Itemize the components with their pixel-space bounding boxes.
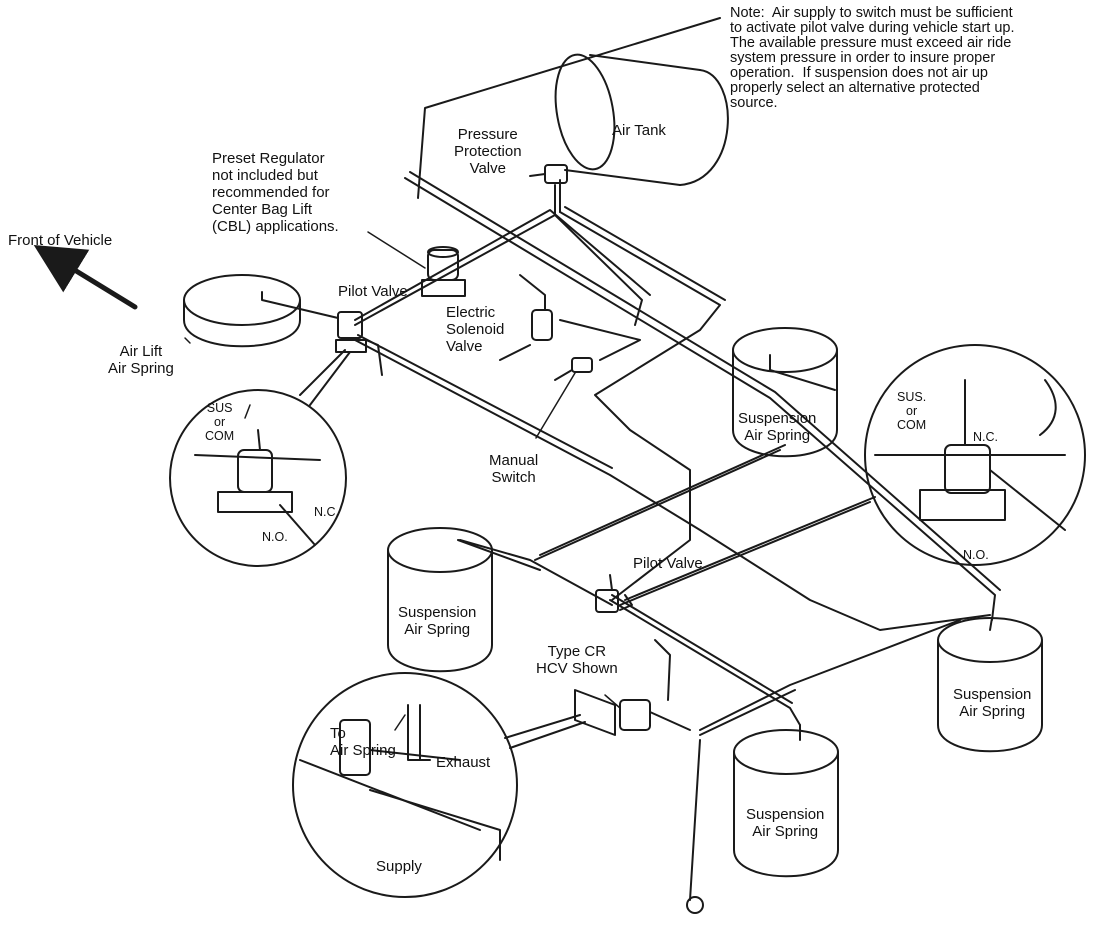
callout-pilot-valve-right bbox=[619, 344, 1086, 606]
no-right-label: N.O. bbox=[963, 548, 989, 562]
nc-right-label: N.C. bbox=[973, 430, 998, 444]
pressure-protection-valve-shape bbox=[529, 164, 568, 184]
pilot-valve-center-label: Pilot Valve bbox=[633, 555, 703, 572]
pilot-valve-top-shape bbox=[335, 311, 383, 376]
preset-regulator-shape bbox=[421, 246, 466, 297]
hcv-shape bbox=[574, 689, 691, 736]
suspension-spring-left-shape bbox=[387, 527, 541, 673]
exhaust-label: Exhaust bbox=[436, 754, 491, 771]
pressure-protection-valve-label: Pressure Protection Valve bbox=[454, 126, 522, 177]
supply-label: Supply bbox=[376, 858, 422, 875]
main-pipes bbox=[354, 171, 1001, 901]
exhaust-fitting-shape bbox=[686, 896, 704, 914]
no-left-label: N.O. bbox=[262, 530, 288, 544]
front-arrow bbox=[33, 244, 138, 310]
pilot-valve-top-label: Pilot Valve bbox=[338, 283, 408, 300]
sus-or-com-right-label: SUS. or COM bbox=[897, 390, 927, 432]
air-tank-label: Air Tank bbox=[612, 122, 666, 139]
nc-left-label: N.C. bbox=[314, 505, 339, 519]
note-text: Note: Air supply to switch must be suffi… bbox=[730, 5, 1015, 111]
callout-pilot-valve-left bbox=[169, 349, 351, 567]
front-of-vehicle-label: Front of Vehicle bbox=[8, 232, 113, 249]
manual-switch-label: Manual Switch bbox=[489, 452, 539, 486]
preset-regulator-label: Preset Regulator not included but recomm… bbox=[212, 150, 339, 235]
suspension-air-spring-bottom-label: Suspension Air Spring bbox=[746, 806, 825, 840]
callout-hcv-bottom bbox=[292, 672, 586, 898]
air-lift-spring-shape bbox=[183, 274, 339, 348]
electric-solenoid-valve-label: Electric Solenoid Valve bbox=[446, 304, 505, 355]
manual-switch-shape bbox=[554, 357, 593, 381]
electric-solenoid-valve-shape bbox=[499, 274, 641, 361]
note-leader-line bbox=[417, 17, 721, 199]
type-cr-hcv-label: Type CR HCV Shown bbox=[536, 643, 618, 677]
leader-lines bbox=[184, 231, 621, 731]
suspension-spring-right-shape bbox=[937, 617, 1043, 753]
suspension-spring-upper-right-shape bbox=[732, 327, 838, 458]
sus-or-com-left-label: SUS or COM bbox=[205, 401, 235, 443]
suspension-spring-bottom-shape bbox=[733, 724, 839, 878]
suspension-air-spring-left-label: Suspension Air Spring bbox=[398, 604, 477, 638]
suspension-air-spring-right-label: Suspension Air Spring bbox=[953, 686, 1032, 720]
suspension-air-spring-upper-right-label: Suspension Air Spring bbox=[738, 410, 817, 444]
pilot-valve-center-shape bbox=[595, 574, 633, 613]
to-air-spring-label: To Air Spring bbox=[330, 725, 396, 759]
air-lift-air-spring-label: Air Lift Air Spring bbox=[108, 343, 174, 377]
air-tank bbox=[554, 53, 729, 186]
